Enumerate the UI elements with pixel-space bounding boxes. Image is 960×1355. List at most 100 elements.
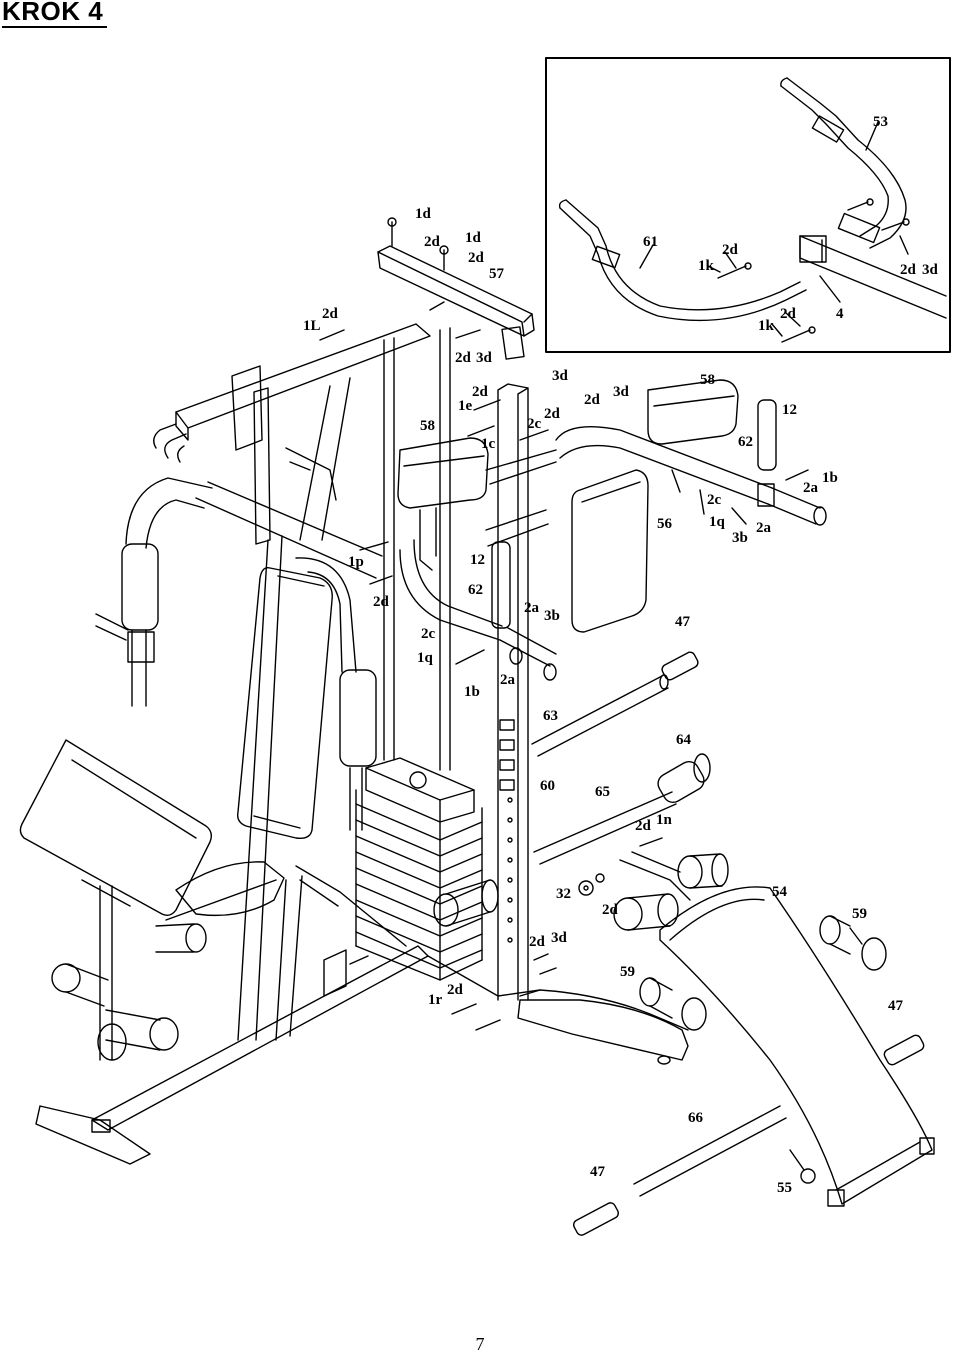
part-61-handle <box>559 199 807 322</box>
part-4-beam <box>799 235 947 319</box>
step-title: KROK 4 <box>2 0 108 28</box>
label-3b: 3b <box>732 530 748 546</box>
label-3d: 3d <box>551 930 568 946</box>
part-53-handle <box>780 77 907 249</box>
label-12: 12 <box>782 402 797 418</box>
label-60: 60 <box>540 778 555 794</box>
label-32: 32 <box>556 886 571 902</box>
label-2d: 2d <box>472 384 489 400</box>
part-56-pad <box>485 449 649 633</box>
part-59-dumbbells <box>639 915 887 1031</box>
label-2d: 2d <box>529 934 546 950</box>
label-54: 54 <box>772 884 788 900</box>
label-63: 63 <box>543 708 558 724</box>
part-64-roller <box>657 760 705 804</box>
label-53: 53 <box>873 114 888 130</box>
label-62: 62 <box>468 582 483 598</box>
label-2d: 2d <box>468 250 485 266</box>
part-47-sleeve-left <box>572 1202 620 1236</box>
label-2d: 2d <box>722 242 739 258</box>
label-2d: 2d <box>900 262 917 278</box>
part-54-board <box>613 851 935 1207</box>
label-2c: 2c <box>421 626 436 642</box>
labels: 53 61 2d 1k 2d 3d 4 2d 1k 1d 2d 1d 2d 57… <box>303 114 939 1196</box>
pec-arm-left <box>95 477 213 707</box>
label-1b: 1b <box>822 470 838 486</box>
part-65-bar <box>533 791 677 865</box>
label-2d: 2d <box>544 406 561 422</box>
label-3d: 3d <box>922 262 939 278</box>
label-47: 47 <box>590 1164 606 1180</box>
label-12: 12 <box>470 552 485 568</box>
inset-detail <box>545 57 951 353</box>
label-56: 56 <box>657 516 673 532</box>
back-pad <box>236 567 333 840</box>
label-1q: 1q <box>709 514 726 530</box>
part-32-pulley <box>578 880 594 896</box>
press-arm-right <box>555 379 827 526</box>
label-1k: 1k <box>698 258 715 274</box>
label-59: 59 <box>620 964 635 980</box>
label-1n: 1n <box>656 812 673 828</box>
label-2d: 2d <box>424 234 441 250</box>
label-2d: 2d <box>373 594 390 610</box>
label-2d: 2d <box>635 818 652 834</box>
part-60-upright <box>497 383 529 1001</box>
base-frame <box>35 865 689 1165</box>
weight-stack <box>355 757 499 981</box>
label-1L: 1L <box>303 318 321 334</box>
seat-and-rollers <box>51 861 285 1051</box>
label-2d: 2d <box>602 902 619 918</box>
label-1c: 1c <box>481 436 496 452</box>
inset-frame <box>545 57 951 353</box>
label-2a: 2a <box>756 520 772 536</box>
press-arm-center <box>397 437 557 681</box>
label-62: 62 <box>738 434 753 450</box>
label-3d: 3d <box>476 350 493 366</box>
label-2d: 2d <box>780 306 797 322</box>
label-2a: 2a <box>500 672 516 688</box>
page-number: 7 <box>475 1334 485 1354</box>
main-frame <box>153 323 451 1041</box>
label-1e: 1e <box>458 398 473 414</box>
label-2d: 2d <box>584 392 601 408</box>
label-1d: 1d <box>415 206 432 222</box>
part-55-knob <box>789 1149 805 1171</box>
bars-and-sleeves <box>531 651 925 1236</box>
label-1k: 1k <box>758 318 775 334</box>
label-64: 64 <box>676 732 692 748</box>
label-1r: 1r <box>428 992 443 1008</box>
label-1d: 1d <box>465 230 482 246</box>
pec-arm-right <box>295 557 377 831</box>
part-57-top-beam <box>377 245 535 360</box>
label-2a: 2a <box>803 480 819 496</box>
label-58: 58 <box>700 372 715 388</box>
label-1p: 1p <box>348 554 364 570</box>
part-47-sleeve-right <box>883 1034 925 1066</box>
label-55: 55 <box>777 1180 792 1196</box>
label-47: 47 <box>675 614 691 630</box>
label-2d: 2d <box>455 350 472 366</box>
preacher-pad <box>19 739 213 1061</box>
label-47: 47 <box>888 998 904 1014</box>
label-2d: 2d <box>322 306 339 322</box>
part-66-bar <box>633 1105 787 1197</box>
label-61: 61 <box>643 234 658 250</box>
label-2a: 2a <box>524 600 540 616</box>
part-63-bar <box>531 675 669 757</box>
label-65: 65 <box>595 784 610 800</box>
label-58: 58 <box>420 418 435 434</box>
label-3b: 3b <box>544 608 560 624</box>
label-3d: 3d <box>613 384 630 400</box>
label-1q: 1q <box>417 650 434 666</box>
label-2c: 2c <box>707 492 722 508</box>
label-57: 57 <box>489 266 505 282</box>
label-2c: 2c <box>527 416 542 432</box>
label-59: 59 <box>852 906 867 922</box>
part-47-sleeve-top <box>661 651 699 681</box>
label-2d: 2d <box>447 982 464 998</box>
label-4: 4 <box>836 306 844 322</box>
label-3d: 3d <box>552 368 569 384</box>
label-1b: 1b <box>464 684 480 700</box>
